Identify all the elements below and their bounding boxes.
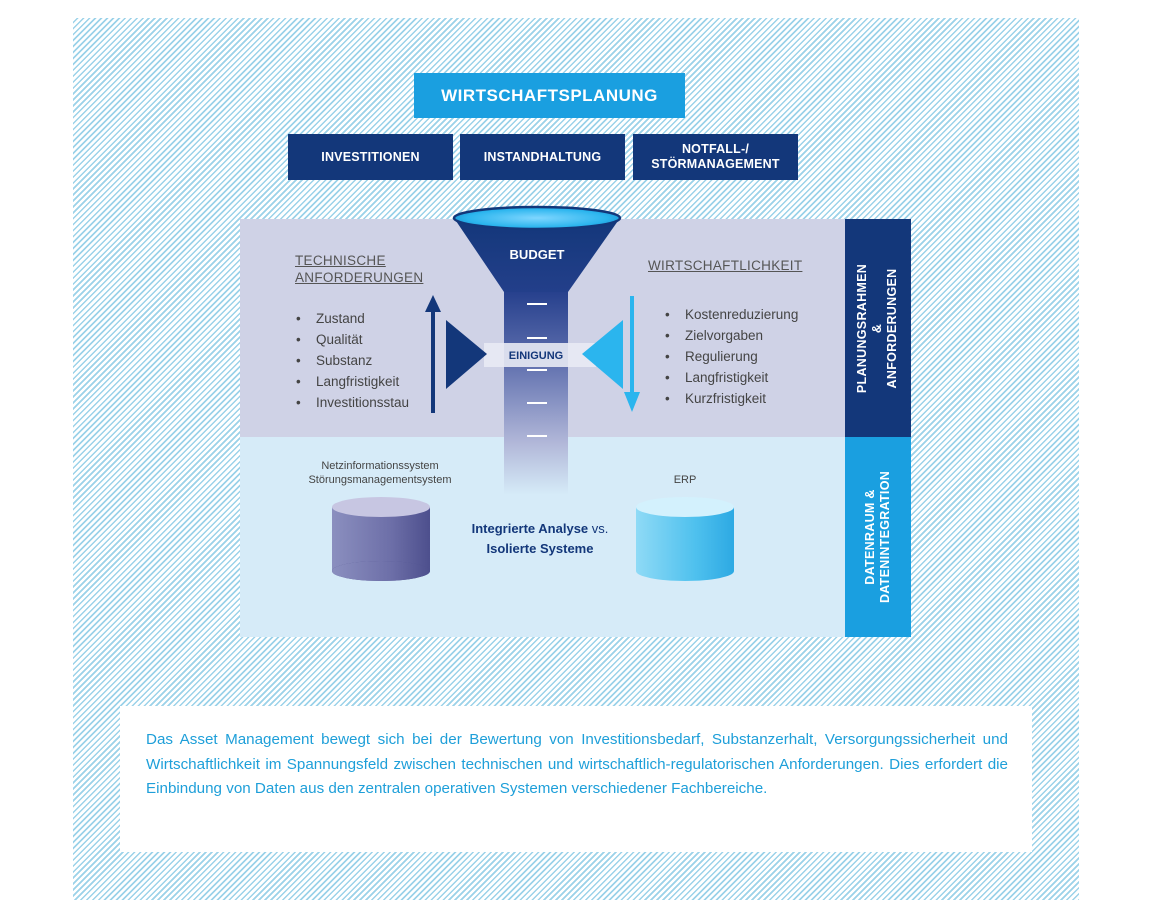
technical-list: Zustand Qualität Substanz Langfristigkei… [296,308,409,413]
funnel-tick-marks [527,303,547,437]
list-item: Qualität [296,329,409,350]
budget-label: BUDGET [510,247,565,262]
list-item: Kurzfristigkeit [665,388,798,409]
caption-box: Das Asset Management bewegt sich bei der… [120,706,1032,852]
database-right-caption: ERP [673,474,697,486]
category-instandhaltung: INSTANDHALTUNG [460,134,625,180]
list-item: Langfristigkeit [296,371,409,392]
agreement-band [484,343,596,367]
integration-text-vs: vs. [588,521,609,536]
list-item: Investitionsstau [296,392,409,413]
list-item: Kostenreduzierung [665,304,798,325]
economic-heading: WIRTSCHAFTLICHKEIT [648,258,803,273]
technical-up-arrow [425,295,441,413]
agreement-label: EINIGUNG [509,350,563,362]
category-investitionen: INVESTITIONEN [288,134,453,180]
list-item: Langfristigkeit [665,367,798,388]
database-left-cylinder [332,497,430,581]
list-item: Substanz [296,350,409,371]
category-notfall: NOTFALL-/ STÖRMANAGEMENT [633,134,798,180]
database-left-caption: Netzinformationssystem Störungsmanagemen… [308,460,452,486]
planning-title-box: WIRTSCHAFTSPLANUNG [414,73,685,118]
integration-text-bold: Integrierte Analyse [471,521,589,536]
economic-down-arrow [624,296,640,412]
category-label: INSTANDHALTUNG [483,149,602,164]
side-label-planning: PLANUNGSRAHMEN & ANFORDERUNGEN [845,219,911,437]
integration-text: Integrierte Analyse vs. Isolierte System… [455,519,625,559]
database-right-cylinder [636,497,734,581]
list-item: Zustand [296,308,409,329]
category-label: NOTFALL-/ STÖRMANAGEMENT [651,142,780,171]
category-label: INVESTITIONEN [321,149,420,164]
side-label-data: DATENRAUM & DATENINTEGRATION [845,437,911,637]
economic-list: Kostenreduzierung Zielvorgaben Regulieru… [665,304,798,409]
funnel-rim [452,205,622,231]
caption-text: Das Asset Management bewegt sich bei der… [146,731,1008,797]
technical-heading: TECHNISCHE ANFORDERUNGEN [295,253,424,285]
planning-title: WIRTSCHAFTSPLANUNG [441,85,658,105]
technical-pressure-triangle [446,320,487,389]
funnel-cone [454,218,620,292]
list-item: Regulierung [665,346,798,367]
integration-text-isolated: Isolierte Systeme [486,541,594,556]
list-item: Zielvorgaben [665,325,798,346]
funnel-stem [504,290,568,495]
economic-pressure-triangle [582,320,623,389]
